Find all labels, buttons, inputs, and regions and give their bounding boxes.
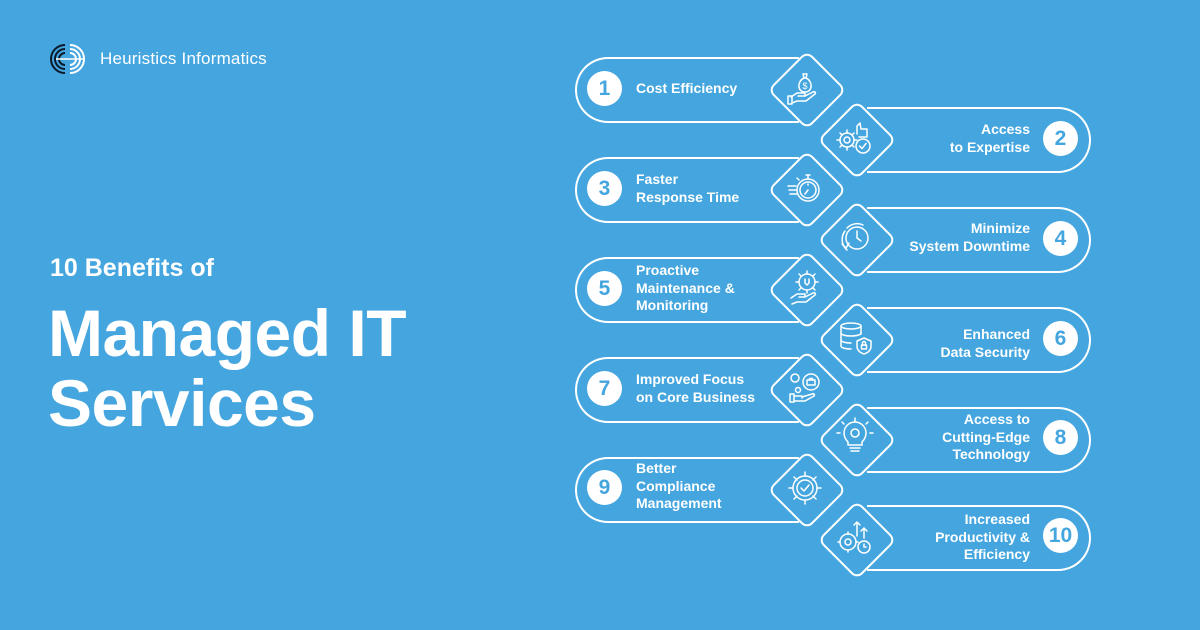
benefit-pill [575, 457, 799, 523]
gear-thumbs-up-check-icon [836, 122, 871, 154]
benefit-label: Access to Expertise [949, 121, 1030, 155]
gears-arrows-clock-icon [837, 521, 871, 554]
benefit-number: 6 [1043, 321, 1078, 356]
benefit-pill [867, 505, 1091, 571]
database-shield-lock-icon [840, 322, 872, 355]
money-bag-hand-icon: $ [787, 73, 817, 105]
benefit-pill [867, 207, 1091, 273]
page-title: Managed IT Services [48, 296, 407, 440]
benefit-pill [575, 57, 799, 123]
gear-briefcase-hand-icon [789, 373, 820, 403]
brand-name: Heuristics Informatics [100, 49, 267, 68]
gear-check-icon [788, 471, 822, 505]
benefit-label: Increased Productivity & Efficiency [935, 511, 1030, 562]
benefit-label: Faster Response Time [636, 171, 740, 205]
benefit-pill [575, 357, 799, 423]
brand-logo: Heuristics Informatics [50, 42, 267, 76]
benefit-number: 9 [587, 470, 622, 505]
lightbulb-gear-icon [836, 417, 874, 452]
benefit-pill [867, 407, 1091, 473]
benefit-label: Better Compliance Management [636, 460, 722, 511]
page-title-line-2: Services [48, 366, 316, 440]
page-title-line-1: Managed IT [48, 296, 407, 370]
benefit-number: 7 [587, 371, 622, 406]
gear-wrench-hand-icon [790, 270, 819, 305]
svg-text:$: $ [802, 81, 807, 91]
benefit-label: Access to Cutting-Edge Technology [942, 411, 1030, 462]
benefit-pill [867, 107, 1091, 173]
concentric-arcs-logo-icon [50, 44, 85, 74]
benefit-number: 1 [587, 71, 622, 106]
benefit-label: Proactive Maintenance & Monitoring [636, 262, 735, 313]
stopwatch-icon [787, 174, 820, 202]
benefit-number: 10 [1043, 518, 1078, 553]
benefit-label: Minimize System Downtime [909, 220, 1030, 254]
benefit-number: 3 [587, 171, 622, 206]
benefit-number: 4 [1043, 221, 1078, 256]
page-subtitle: 10 Benefits of [50, 254, 214, 282]
benefit-number: 2 [1043, 121, 1078, 156]
benefit-number: 8 [1043, 420, 1078, 455]
benefit-label: Cost Efficiency [636, 80, 738, 96]
benefit-pill [575, 157, 799, 223]
clock-refresh-icon [841, 222, 869, 251]
benefit-number: 5 [587, 271, 622, 306]
benefit-label: Enhanced Data Security [940, 326, 1030, 360]
benefit-pill [575, 257, 799, 323]
benefit-pill [867, 307, 1091, 373]
benefit-label: Improved Focus on Core Business [636, 371, 756, 405]
